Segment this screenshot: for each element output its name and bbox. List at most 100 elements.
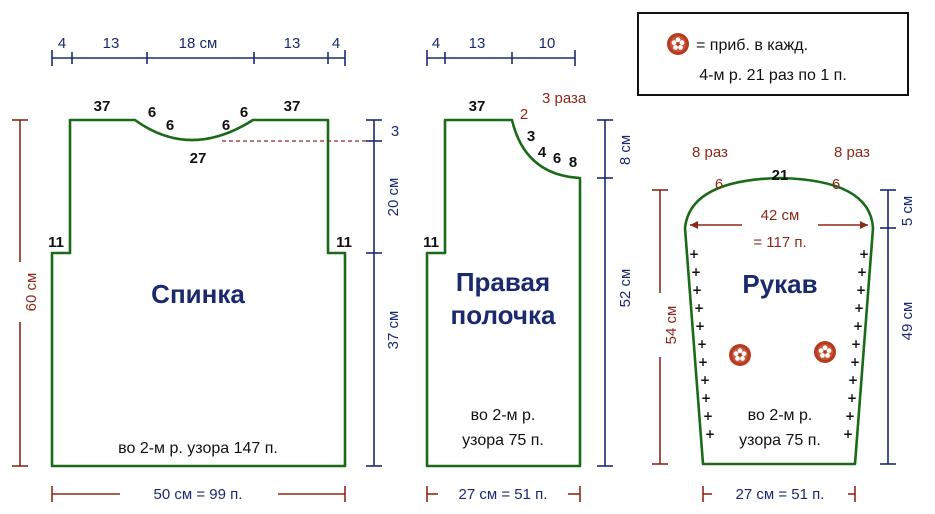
front-width-2: 13	[469, 35, 486, 52]
front-right-dimension: 8 см 52 см	[597, 119, 634, 467]
sleeve-cap-right: 6	[832, 176, 840, 193]
sleeve-width-cm: 42 см	[761, 207, 800, 224]
front-note-line-2: узора 75 п.	[462, 432, 544, 449]
back-right-dimension: 3 20 см 37 см	[366, 119, 402, 467]
increase-mark: +	[689, 247, 699, 261]
increase-mark: +	[698, 355, 708, 369]
front-label-line-2: полочка	[451, 300, 556, 330]
sleeve-left-dimension: 54 см	[650, 189, 680, 465]
sleeve-bottom-dimension: 27 см = 51 п.	[702, 486, 856, 503]
increase-mark: +	[701, 391, 711, 405]
increase-mark: +	[847, 391, 857, 405]
sleeve-note-line-2: узора 75 п.	[739, 432, 821, 449]
increase-mark: +	[705, 427, 715, 441]
front-neck-step-4: 8	[569, 154, 577, 171]
front-bottom-dimension: 27 см = 51 п.	[426, 486, 581, 503]
legend-line-1: = приб. в кажд.	[696, 37, 808, 54]
increase-mark: +	[694, 301, 704, 315]
flower-icon	[814, 341, 836, 363]
sleeve-cap-center: 21	[772, 167, 789, 184]
back-shoulder-left: 37	[94, 98, 111, 115]
front-width-1: 4	[432, 35, 440, 52]
back-neck-center: 27	[190, 150, 207, 167]
increase-mark: +	[851, 337, 861, 351]
back-armhole-right: 11	[336, 234, 352, 251]
sleeve-height-total: 54 см	[663, 306, 680, 345]
increase-mark: +	[850, 355, 860, 369]
sleeve-piece: 8 раз 8 раз 6 6 21 42 см = 117 п. + + + …	[650, 144, 916, 503]
back-bottom-dimension: 50 см = 99 п.	[51, 486, 346, 503]
back-neck-a: 6	[148, 104, 156, 121]
sleeve-width-dimension: 42 см = 117 п.	[690, 207, 868, 251]
sleeve-label: Рукав	[742, 269, 817, 299]
back-width-2: 13	[103, 35, 120, 52]
back-note: во 2-м р. узора 147 п.	[118, 440, 278, 457]
back-neck-c: 6	[222, 117, 230, 134]
flower-icon	[667, 33, 689, 55]
back-left-dimension: 60 см	[10, 119, 40, 467]
back-width-1: 4	[58, 35, 66, 52]
increase-mark: +	[691, 265, 701, 279]
legend-line-2: 4-м р. 21 раз по 1 п.	[699, 67, 847, 84]
increase-mark: +	[703, 409, 713, 423]
increase-mark: +	[845, 409, 855, 423]
increase-mark: +	[695, 319, 705, 333]
back-shoulder-right: 37	[284, 98, 301, 115]
sleeve-right-dimension: 5 см 49 см	[880, 189, 916, 465]
increase-mark: +	[692, 283, 702, 297]
back-bottom-width: 50 см = 99 п.	[154, 486, 243, 503]
front-neck-step-1: 3	[527, 128, 535, 145]
back-neck-d: 6	[240, 104, 248, 121]
front-width-3: 10	[539, 35, 556, 52]
increase-mark: +	[848, 373, 858, 387]
front-armhole: 11	[423, 234, 439, 251]
sleeve-cap-left: 6	[715, 176, 723, 193]
sleeve-increase-marks-left: + + + + + + + + + + +	[689, 247, 715, 441]
increase-mark: +	[856, 283, 866, 297]
front-note-line-1: во 2-м р.	[471, 407, 536, 424]
back-width-4: 13	[284, 35, 301, 52]
front-shoulder: 37	[469, 98, 486, 115]
sleeve-bottom-width: 27 см = 51 п.	[736, 486, 825, 503]
back-width-5: 4	[332, 35, 340, 52]
front-outline	[425, 118, 582, 468]
increase-mark: +	[859, 247, 869, 261]
front-bottom-width: 27 см = 51 п.	[459, 486, 548, 503]
increase-mark: +	[857, 265, 867, 279]
sleeve-cap-right-note: 8 раз	[834, 144, 870, 161]
front-top-dimension: 4 13 10	[426, 35, 576, 66]
front-height-body: 52 см	[617, 269, 634, 308]
back-armhole-left: 11	[48, 234, 64, 251]
sleeve-height-cap: 5 см	[899, 196, 916, 226]
increase-mark: +	[843, 427, 853, 441]
front-piece: 4 13 10 37 2 3 раза 3 4 6 8 11 8 см 52 с…	[423, 35, 634, 503]
sleeve-increase-marks-right: + + + + + + + + + + +	[843, 247, 869, 441]
back-height-neck: 3	[391, 123, 399, 140]
sleeve-cap-left-note: 8 раз	[692, 144, 728, 161]
legend-box: = приб. в кажд. 4-м р. 21 раз по 1 п.	[637, 12, 909, 96]
front-neck-step-2: 4	[538, 144, 547, 161]
back-outline	[50, 118, 347, 468]
back-top-dimension: 4 13 18 см 13 4	[51, 35, 346, 66]
sleeve-note-line-1: во 2-м р.	[748, 407, 813, 424]
back-width-3: 18 см	[179, 35, 218, 52]
front-neck-top-note: 3 раза	[542, 90, 587, 107]
back-label: Спинка	[151, 279, 245, 309]
back-piece: 4 13 18 см 13 4 37 6 6 6 6 37 27 11 11 3…	[10, 35, 402, 503]
front-height-neck: 8 см	[617, 135, 634, 165]
back-height-body: 37 см	[385, 311, 402, 350]
sleeve-height-body: 49 см	[899, 302, 916, 341]
increase-mark: +	[697, 337, 707, 351]
increase-mark: +	[853, 319, 863, 333]
sleeve-width-stitches: = 117 п.	[753, 234, 806, 251]
back-height-armhole: 20 см	[385, 178, 402, 217]
increase-mark: +	[700, 373, 710, 387]
front-neck-step-3: 6	[553, 150, 561, 167]
back-neck-b: 6	[166, 117, 174, 134]
back-height-total: 60 см	[23, 273, 40, 312]
flower-icon	[729, 344, 751, 366]
sleeve-outline	[683, 176, 875, 466]
front-neck-top: 2	[520, 106, 528, 123]
front-label-line-1: Правая	[456, 267, 550, 297]
